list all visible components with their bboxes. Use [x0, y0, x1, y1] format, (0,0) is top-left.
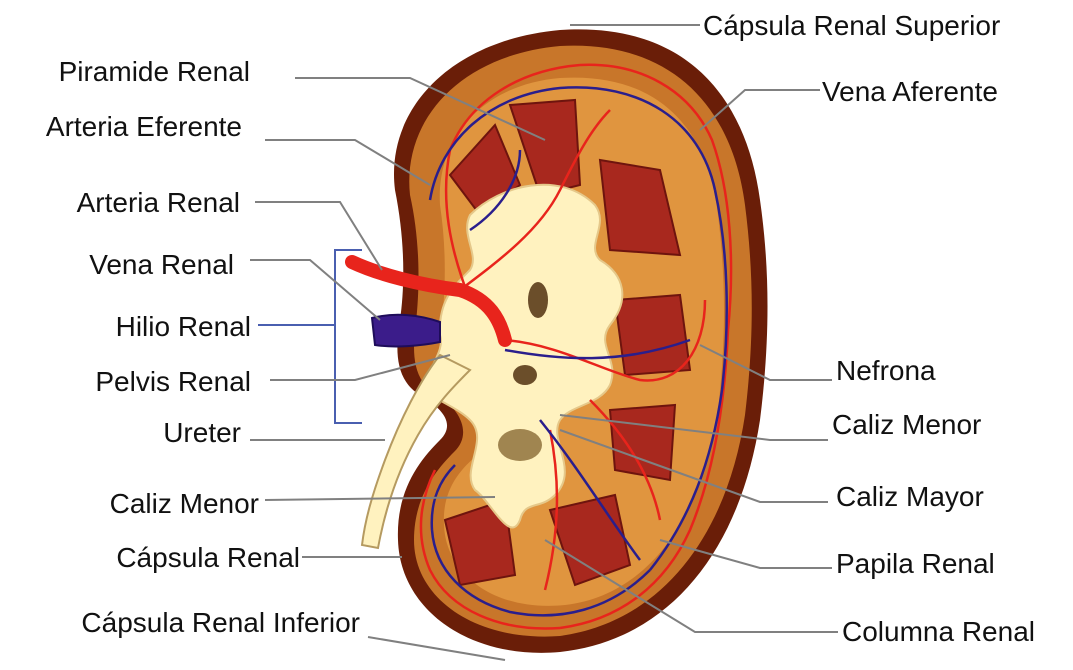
label-piramide-renal: Piramide Renal	[59, 56, 250, 87]
renal-vein	[372, 315, 440, 347]
labels-left: Piramide Renal Arteria Eferente Arteria …	[46, 56, 360, 638]
label-nefrona: Nefrona	[836, 355, 936, 386]
label-capsula-renal: Cápsula Renal	[116, 542, 300, 573]
label-caliz-mayor: Caliz Mayor	[836, 481, 984, 512]
label-caliz-menor-left: Caliz Menor	[110, 488, 259, 519]
calyx-cavity	[498, 429, 542, 461]
label-hilio-renal: Hilio Renal	[116, 311, 251, 342]
calyx-cavity	[513, 365, 537, 385]
label-capsula-renal-superior: Cápsula Renal Superior	[703, 10, 1000, 41]
label-arteria-renal: Arteria Renal	[77, 187, 240, 218]
label-arteria-eferente: Arteria Eferente	[46, 111, 242, 142]
label-capsula-renal-inferior: Cápsula Renal Inferior	[81, 607, 360, 638]
calyx-cavity	[528, 282, 548, 318]
label-papila-renal: Papila Renal	[836, 548, 995, 579]
label-columna-renal: Columna Renal	[842, 616, 1035, 647]
renal-pyramid	[615, 295, 690, 375]
hilum-bracket	[258, 250, 362, 423]
label-caliz-menor-right: Caliz Menor	[832, 409, 981, 440]
label-vena-aferente: Vena Aferente	[822, 76, 998, 107]
kidney-illustration	[352, 29, 768, 652]
label-pelvis-renal: Pelvis Renal	[95, 366, 251, 397]
label-vena-renal: Vena Renal	[89, 249, 234, 280]
label-ureter: Ureter	[163, 417, 241, 448]
